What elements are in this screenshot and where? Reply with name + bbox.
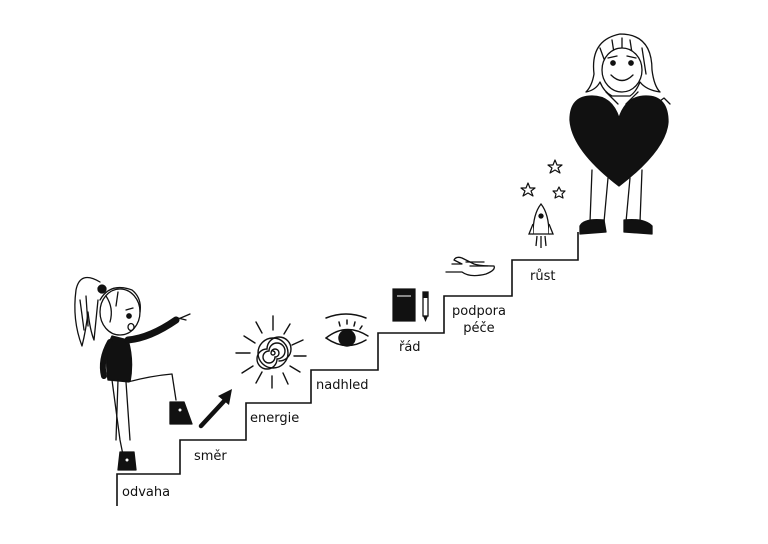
step-label-nadhled: nadhled — [316, 378, 369, 393]
staircase-outline — [116, 232, 579, 506]
eye-icon — [325, 313, 369, 347]
hand-icon — [445, 256, 495, 277]
stars-icon — [520, 159, 566, 199]
step-label-energie: energie — [250, 411, 300, 426]
climbing-girl-figure — [74, 276, 193, 471]
heart-icon — [569, 95, 669, 187]
step-label-rad: řád — [399, 340, 421, 355]
notebook-pen-icon — [392, 288, 429, 322]
woman-with-heart-figure — [569, 33, 671, 235]
step-label-pece: péče — [463, 321, 495, 336]
step-label-smer: směr — [194, 449, 227, 464]
step-label-odvaha: odvaha — [122, 485, 171, 500]
rocket-icon — [528, 202, 554, 248]
sun-spiral-icon — [235, 315, 307, 389]
step-label-rust: růst — [530, 269, 556, 284]
step-label-podpora-pece: podpora péče — [452, 303, 506, 337]
arrow-icon — [198, 389, 232, 429]
step-label-podpora: podpora — [452, 304, 506, 319]
